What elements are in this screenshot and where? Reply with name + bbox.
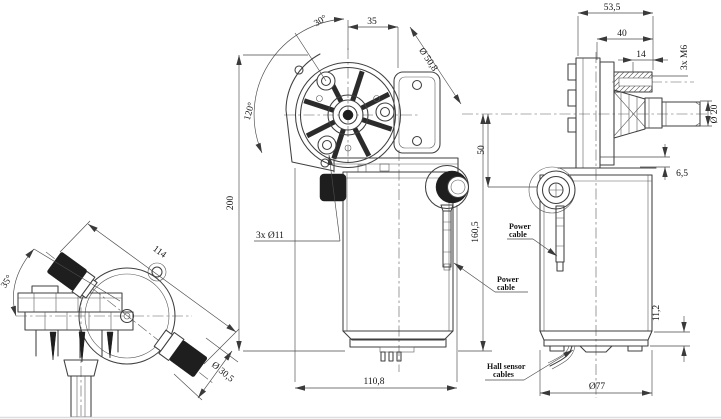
- power-cable-label-side-line1: Power: [509, 222, 531, 231]
- dim-height-160: 160,5: [471, 221, 481, 243]
- hall-sensor-label-line2: cables: [493, 370, 514, 379]
- power-cable-label-front-line2: cable: [497, 283, 515, 292]
- dim-depth-40: 40: [617, 29, 627, 39]
- dim-angle-35: 35°: [0, 273, 15, 290]
- dim-bolt-circle: Ø 50,8: [416, 46, 439, 73]
- view-rotated: 35° 114 Ø 30,5: [0, 220, 240, 418]
- view-side: 53,5 40 14 3x M6 Ø 20 6,5 11,2 Ø77 Power…: [462, 3, 720, 398]
- dim-height-200: 200: [226, 196, 236, 211]
- dim-depth-53: 53,5: [604, 3, 621, 13]
- dim-offset-50: 50: [477, 145, 487, 155]
- dim-shaft-diameter: Ø 20: [710, 104, 720, 123]
- dim-thread-m6: 3x M6: [680, 45, 690, 70]
- dim-depth-14: 14: [636, 50, 646, 60]
- dim-angle-120: 120°: [242, 101, 257, 121]
- dim-angle-30: 30°: [312, 13, 329, 30]
- dim-width-110: 110,8: [363, 377, 384, 387]
- dim-cap-11-2: 11,2: [652, 305, 662, 322]
- hall-sensor-label-line1: Hall sensor: [487, 362, 526, 371]
- dim-mount-holes: 3x Ø11: [256, 231, 284, 241]
- power-cable-label-front-line1: Power: [497, 275, 519, 284]
- dim-width-35: 35: [367, 17, 377, 27]
- dim-step-6-5: 6,5: [676, 169, 688, 179]
- power-cable-label-side-line2: cable: [509, 230, 527, 239]
- dim-length-114: 114: [151, 244, 168, 260]
- dim-motor-diameter: Ø77: [589, 382, 606, 392]
- view-front: 30° 120° 35 Ø 50,8 3x Ø11 200 110,8 160,…: [226, 13, 538, 391]
